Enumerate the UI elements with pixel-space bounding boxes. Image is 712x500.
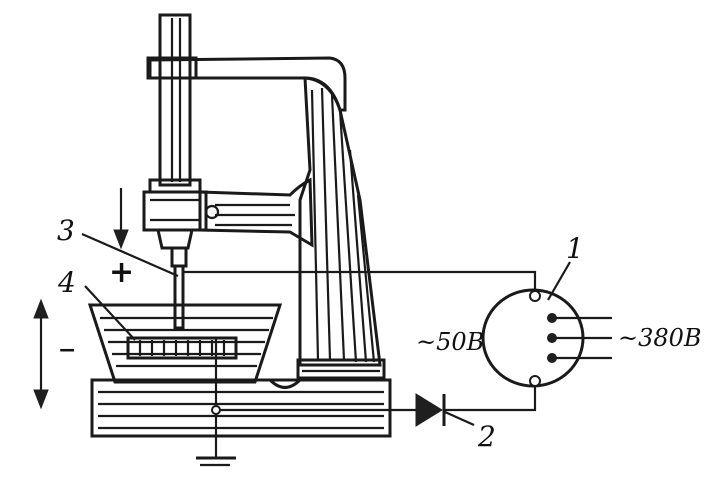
- circuit-wiring: [183, 270, 537, 458]
- callout-leaders: [81, 232, 571, 427]
- callout-3: 3: [57, 214, 75, 247]
- primary-voltage-label: ~380В: [618, 324, 702, 352]
- diode: [415, 393, 446, 427]
- callout-2: 2: [477, 420, 496, 453]
- secondary-voltage-label: ~50В: [416, 328, 484, 356]
- spindle: [142, 13, 208, 250]
- junction-node: [211, 405, 221, 415]
- electrode: [170, 246, 188, 330]
- positive-sign: +: [109, 255, 134, 290]
- negative-sign: −: [58, 338, 76, 363]
- ground-symbol: [196, 456, 236, 467]
- feed-arrow: [113, 188, 129, 250]
- workpiece: [126, 336, 238, 360]
- transformer: [481, 288, 612, 388]
- callout-1: 1: [566, 232, 584, 265]
- machine-table: [90, 378, 392, 438]
- machine-column: [148, 56, 386, 380]
- dielectric-bath: [87, 303, 283, 384]
- callout-4: 4: [57, 266, 76, 299]
- table-motion-arrow: [33, 298, 49, 410]
